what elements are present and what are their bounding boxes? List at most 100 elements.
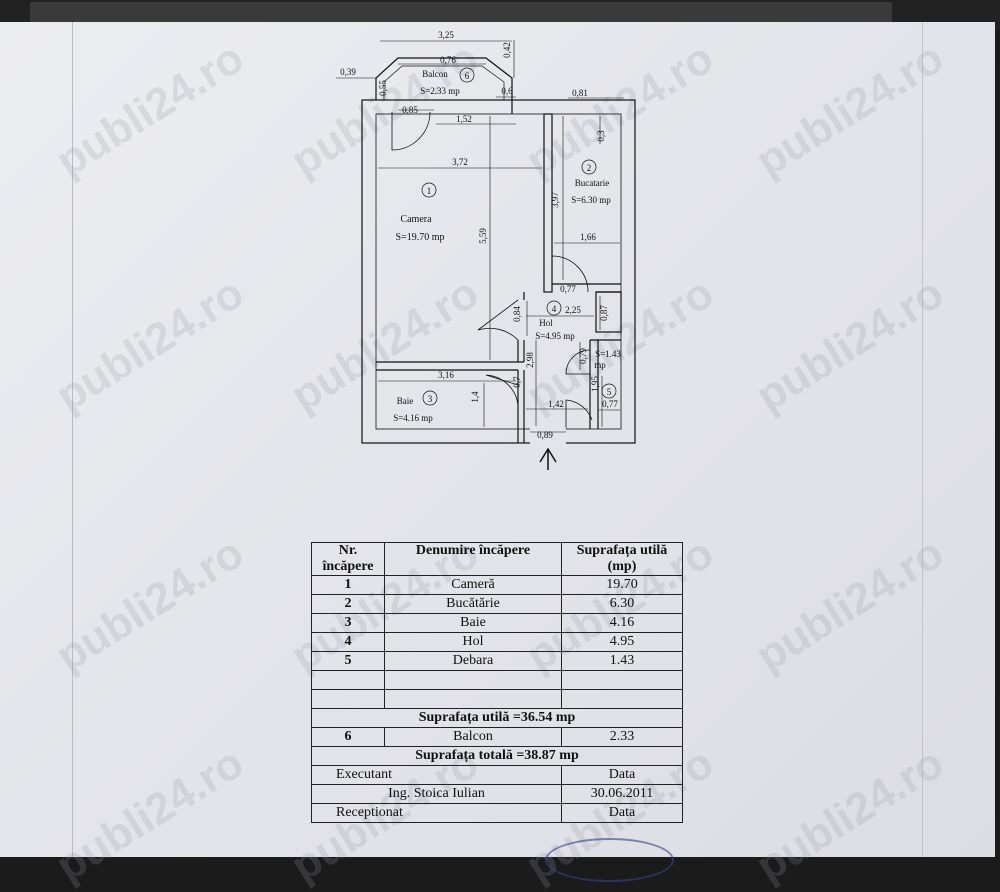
row-area: 1.43 [561, 651, 683, 671]
row-area: 19.70 [561, 575, 683, 595]
room-name: Bucatarie [575, 178, 609, 188]
room-name: Camera [400, 214, 432, 225]
row-area: 2.33 [561, 727, 683, 747]
header-area: Suprafața utilă (mp) [561, 542, 683, 576]
door-arc [551, 255, 589, 293]
stamp [545, 838, 674, 882]
row-nr: 6 [311, 727, 385, 747]
row-area: 4.95 [561, 632, 683, 652]
room-number: 4 [552, 304, 557, 314]
partition-wall [543, 113, 553, 293]
door-arc [477, 299, 519, 341]
room-area: S=6.30 mp [571, 195, 611, 205]
room-area: S=4.16 mp [393, 413, 433, 423]
room-area: S=19.70 mp [396, 232, 445, 243]
room-number: 6 [465, 71, 470, 81]
dimension-label: 0,84 [512, 306, 522, 322]
paper-margin-line-right [922, 22, 923, 857]
dimension-label: 0,6 [501, 86, 513, 96]
data-label: Data [561, 803, 683, 823]
room-name: Hol [539, 318, 553, 328]
room-area: S=1.43 [595, 349, 621, 359]
floor-plan: 1 Camera S=19.70 mp 2 Bucatarie S=6.30 m… [340, 30, 636, 470]
room-number-circle [601, 383, 617, 399]
room-name: Balcon [422, 69, 448, 79]
room-number-circle [581, 159, 597, 175]
balcony-outline [375, 57, 513, 100]
row-area: 6.30 [561, 594, 683, 614]
room-number-circle [422, 390, 438, 406]
row-name: Bucătărie [384, 594, 562, 614]
room-number: 1 [427, 186, 432, 196]
row-nr: 2 [311, 594, 385, 614]
dimension-label: 0,7 [512, 376, 522, 388]
dimension-label: 0,81 [572, 88, 588, 98]
balcony-inner-outline [383, 65, 505, 100]
dimension-label: 3,16 [438, 370, 454, 380]
wall-block [595, 291, 622, 333]
dimension-label: 0,79 [578, 348, 588, 364]
dimension-label: 3,72 [452, 157, 468, 167]
inner-wall-line [375, 113, 622, 430]
engineer-row: Ing. Stoica Iulian 30.06.2011 [311, 784, 683, 804]
room-number-circle [459, 67, 475, 83]
executant-label: Executant [311, 765, 562, 785]
dimension-label: 2,98 [525, 352, 535, 368]
row-name: Baie [384, 613, 562, 633]
room-area: S=4.95 mp [535, 331, 575, 341]
entry-arrow-icon [539, 447, 557, 470]
util-total-row: Suprafața utilă =36.54 mp [311, 708, 683, 728]
header-name: Denumire încăpere [384, 542, 562, 576]
table-header-row: Nr. încăpere Denumire încăpere Suprafața… [311, 542, 683, 576]
row-nr: 5 [311, 651, 385, 671]
photo-top-object [30, 2, 892, 24]
util-total: Suprafața utilă =36.54 mp [311, 708, 683, 728]
row-nr: 3 [311, 613, 385, 633]
door-arc [391, 111, 431, 151]
table-row: 2 Bucătărie 6.30 [311, 594, 683, 614]
outer-wall [361, 99, 636, 444]
room-name: Baie [397, 396, 414, 406]
dimension-label: 0,55 [378, 80, 388, 96]
dimension-label: 0,39 [340, 67, 356, 77]
grand-total: Suprafața totală =38.87 mp [311, 746, 683, 766]
dimension-label: 2,25 [565, 305, 581, 315]
dimension-label: 0,87 [599, 305, 609, 321]
engineer-name: Ing. Stoica Iulian [311, 784, 562, 804]
table-row: 5 Debara 1.43 [311, 651, 683, 671]
dimension-label: 0,77 [560, 284, 576, 294]
room-area: S=2.33 mp [420, 86, 460, 96]
door-arc [565, 349, 591, 375]
receptionat-row: Receptionat Data [311, 803, 683, 823]
dimension-label: 1,42 [548, 399, 564, 409]
dimension-label: 1,52 [456, 114, 472, 124]
row-nr: 4 [311, 632, 385, 652]
signature-date: 30.06.2011 [561, 784, 683, 804]
room-area-unit: mp [594, 360, 606, 370]
row-name: Cameră [384, 575, 562, 595]
executant-row: Executant Data [311, 765, 683, 785]
grand-total-row: Suprafața totală =38.87 mp [311, 746, 683, 766]
table-row-empty [311, 689, 683, 709]
dimension-label: 0,85 [402, 105, 418, 115]
dimension-label: 1,4 [470, 391, 480, 403]
row-nr: 1 [311, 575, 385, 595]
dimension-label: 0,3 [596, 130, 606, 142]
dimension-label: 5,59 [478, 228, 488, 244]
dimension-label: 1,95 [590, 376, 600, 392]
dimension-label: 3,25 [438, 30, 454, 40]
rooms-table: Nr. încăpere Denumire încăpere Suprafața… [311, 542, 683, 823]
room-number: 2 [587, 163, 592, 173]
room-number: 3 [428, 394, 433, 404]
row-name: Hol [384, 632, 562, 652]
receptionat-label: Receptionat [311, 803, 562, 823]
room-number: 5 [607, 387, 612, 397]
header-nr: Nr. încăpere [311, 542, 385, 576]
table-row-empty [311, 670, 683, 690]
row-area: 4.16 [561, 613, 683, 633]
row-name: Balcon [384, 727, 562, 747]
dimension-label: 3,97 [550, 192, 560, 208]
table-row: 1 Cameră 19.70 [311, 575, 683, 595]
paper-margin-line [72, 22, 73, 857]
door-arc [485, 374, 519, 406]
